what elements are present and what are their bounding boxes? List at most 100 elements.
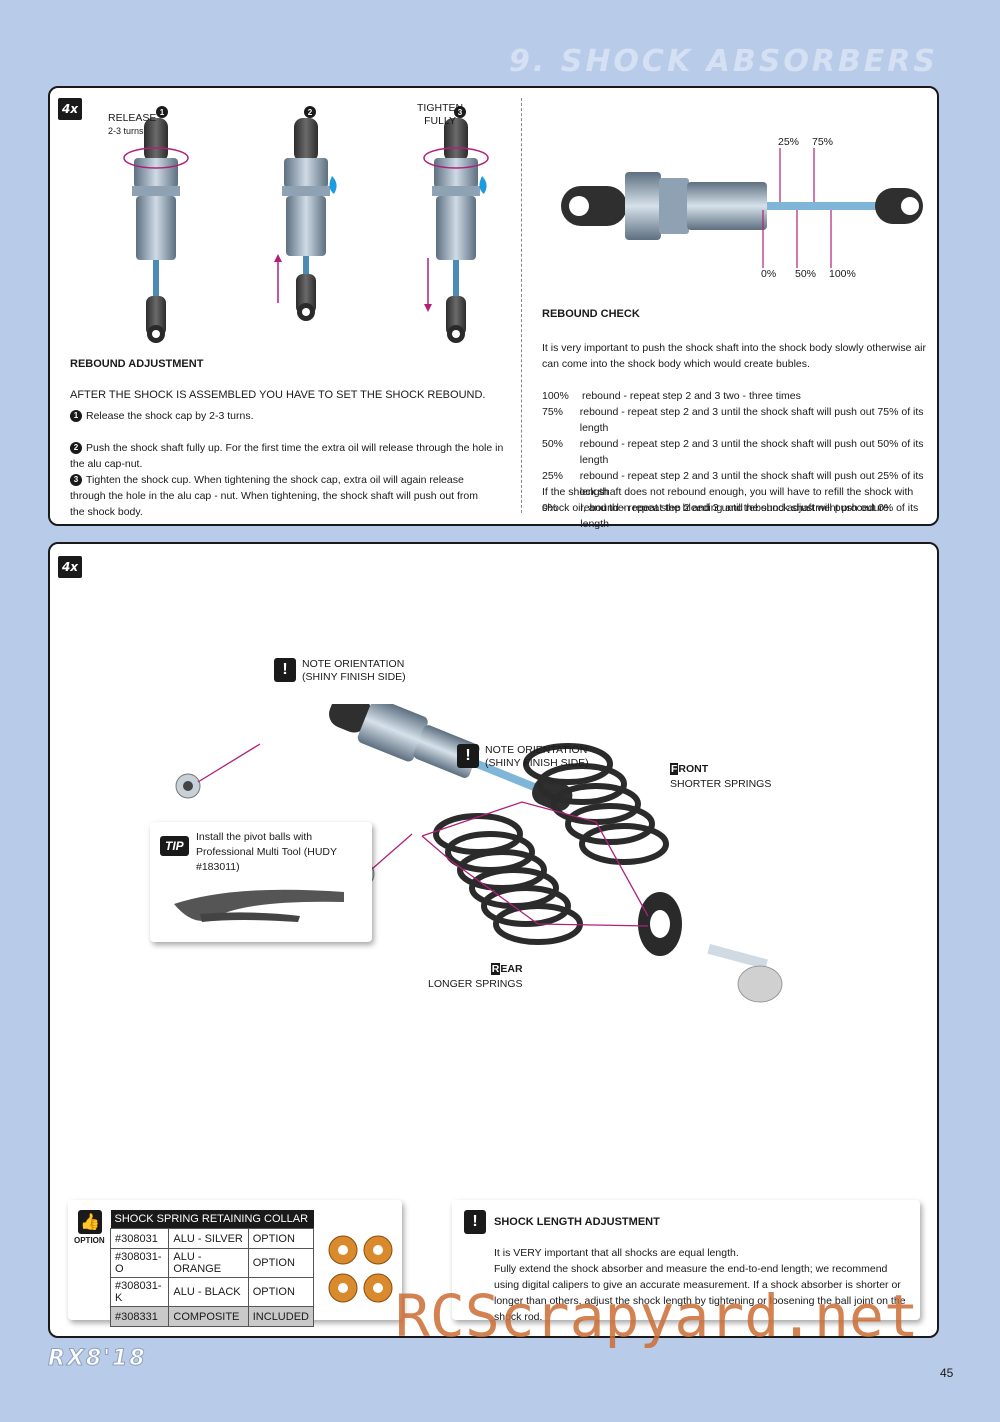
rebound-step-1-text: Release the shock cap by 2-3 turns. bbox=[86, 410, 254, 422]
page-number: 45 bbox=[940, 1366, 954, 1380]
rebound-check-intro: It is very important to push the shock s… bbox=[542, 342, 927, 370]
collar-status: OPTION bbox=[247, 1228, 315, 1249]
rebound-panel: 4x bbox=[48, 86, 939, 530]
step-num-1: 1 bbox=[156, 106, 168, 118]
rebound-text: rebound - repeat step 2 and 3 two - thre… bbox=[582, 390, 801, 402]
list-item: 75% rebound - repeat step 2 and 3 until t… bbox=[542, 404, 934, 436]
step-num-2: 2 bbox=[304, 106, 316, 118]
shock-length-p2: Fully extend the shock absorber and meas… bbox=[494, 1263, 906, 1323]
rear-rest: EAR bbox=[500, 963, 523, 975]
pct-0: 0% bbox=[761, 268, 777, 280]
release-text: RELEASE bbox=[108, 112, 157, 124]
rebound-illustration bbox=[123, 118, 489, 343]
rebound-pct: 100% bbox=[542, 390, 569, 402]
shock-2 bbox=[274, 118, 337, 321]
step-num-icon: 2 bbox=[70, 442, 82, 455]
rebound-text: rebound - repeat step 2 and 3 until the … bbox=[580, 502, 919, 530]
front-springs-label: FRONT SHORTER SPRINGS bbox=[670, 762, 771, 792]
rear-desc: LONGER SPRINGS bbox=[428, 978, 523, 990]
shock-1 bbox=[123, 118, 189, 343]
rebound-pct: 75% bbox=[542, 406, 564, 418]
pct-100: 100% bbox=[829, 268, 856, 280]
page-title: 9. SHOCK ABSORBERS bbox=[509, 44, 938, 79]
pct-25: 25% bbox=[778, 136, 800, 148]
rebound-text: rebound - repeat step 2 and 3 until the … bbox=[579, 470, 924, 498]
quantity-badge: 4x bbox=[58, 556, 82, 578]
rebound-text: rebound - repeat step 2 and 3 until the … bbox=[579, 438, 924, 466]
note-subtext: (SHINY FINISH SIDE) bbox=[485, 757, 589, 769]
rebound-pct: 0% bbox=[542, 502, 558, 514]
shock-length-title: SHOCK LENGTH ADJUSTMENT bbox=[494, 1216, 660, 1228]
fully-text: FULLY bbox=[424, 115, 456, 127]
watermark: RCScrapyard.net bbox=[395, 1282, 919, 1350]
collar-code: #308331 bbox=[109, 1306, 170, 1327]
rebound-step-1: 1 Release the shock cap by 2-3 turns. bbox=[70, 408, 500, 424]
tip-box: TIP Install the pivot balls with Profess… bbox=[150, 822, 372, 942]
brand-logo: RX8'18 bbox=[48, 1346, 147, 1372]
collar-code: #308031 bbox=[109, 1228, 170, 1249]
front-desc: SHORTER SPRINGS bbox=[670, 778, 772, 790]
multi-tool-icon bbox=[174, 889, 344, 922]
rebound-check-list: 100% rebound - repeat step 2 and 3 two - … bbox=[542, 388, 934, 532]
front-letter: F bbox=[670, 763, 679, 775]
rebound-adjustment-title: REBOUND ADJUSTMENT bbox=[70, 358, 204, 370]
shock-length-p1: It is VERY important that all shocks are… bbox=[494, 1247, 739, 1259]
rear-letter: R bbox=[490, 963, 501, 975]
tip-text: Install the pivot balls with Professiona… bbox=[196, 831, 337, 873]
collar-table-title: SHOCK SPRING RETAINING COLLAR bbox=[110, 1210, 314, 1229]
rebound-step-2-text: Push the shock shaft fully up. For the f… bbox=[70, 442, 504, 470]
front-rest: RONT bbox=[678, 763, 709, 775]
collar-name: ALU - SILVER bbox=[168, 1228, 249, 1249]
tighten-text: TIGHTEN bbox=[417, 102, 464, 114]
list-item: 100% rebound - repeat step 2 and 3 two - … bbox=[542, 388, 934, 404]
warning-icon: ! bbox=[464, 1210, 486, 1234]
pct-50: 50% bbox=[795, 268, 817, 280]
thumbs-up-icon: 👍 bbox=[78, 1210, 102, 1234]
note-subtext: (SHINY FINISH SIDE) bbox=[302, 671, 406, 683]
collar-name: ALU - BLACK bbox=[168, 1277, 249, 1307]
collar-name: COMPOSITE bbox=[168, 1306, 249, 1327]
note-text: NOTE ORIENTATION bbox=[302, 658, 405, 670]
rebound-pct: 25% bbox=[542, 470, 564, 482]
collar-status: INCLUDED bbox=[247, 1306, 315, 1327]
step-num-icon: 1 bbox=[70, 410, 82, 423]
warning-icon: ! bbox=[274, 658, 296, 682]
release-turns-text: 2-3 turns bbox=[108, 126, 144, 136]
rear-springs-label: REAR LONGER SPRINGS bbox=[428, 962, 523, 992]
shock-3 bbox=[423, 118, 489, 343]
shock-length-box: ! SHOCK LENGTH ADJUSTMENT It is VERY imp… bbox=[452, 1200, 920, 1323]
release-label: RELEASE 2-3 turns bbox=[108, 112, 156, 138]
collar-name: ALU - ORANGE bbox=[168, 1248, 249, 1278]
rebound-text: rebound - repeat step 2 and 3 until the … bbox=[579, 406, 924, 434]
step-num-icon: 3 bbox=[70, 474, 82, 487]
collar-status: OPTION bbox=[247, 1277, 315, 1307]
list-item: 50% rebound - repeat step 2 and 3 until t… bbox=[542, 436, 934, 468]
panel-divider bbox=[521, 98, 522, 513]
rebound-step-3-text: Tighten the shock cup. When tightening t… bbox=[70, 474, 478, 518]
spring-assembly-illustration bbox=[175, 704, 783, 1003]
option-label: OPTION bbox=[74, 1236, 105, 1245]
list-item: 0% rebound - repeat step 2 and 3 until th… bbox=[542, 500, 934, 532]
quantity-badge: 4x bbox=[58, 98, 82, 120]
warning-icon: ! bbox=[457, 744, 479, 768]
tip-badge: TIP bbox=[160, 836, 189, 856]
step-num-3: 3 bbox=[454, 106, 466, 118]
collar-status: OPTION bbox=[247, 1248, 315, 1278]
tighten-label: TIGHTEN FULLY bbox=[417, 102, 463, 128]
note-orientation-1: ! NOTE ORIENTATION (SHINY FINISH SIDE) bbox=[274, 658, 406, 684]
rebound-pct: 50% bbox=[542, 438, 564, 450]
pct-75: 75% bbox=[812, 136, 834, 148]
rebound-check-outro: If the shock shaft does not rebound enou… bbox=[542, 486, 914, 514]
note-text: NOTE ORIENTATION bbox=[485, 744, 588, 756]
list-item: 25% rebound - repeat step 2 and 3 until t… bbox=[542, 468, 934, 500]
spring-panel: 4x bbox=[48, 542, 939, 1338]
collar-code: #308031-O bbox=[109, 1248, 170, 1278]
collar-code: #308031-K bbox=[109, 1277, 170, 1307]
